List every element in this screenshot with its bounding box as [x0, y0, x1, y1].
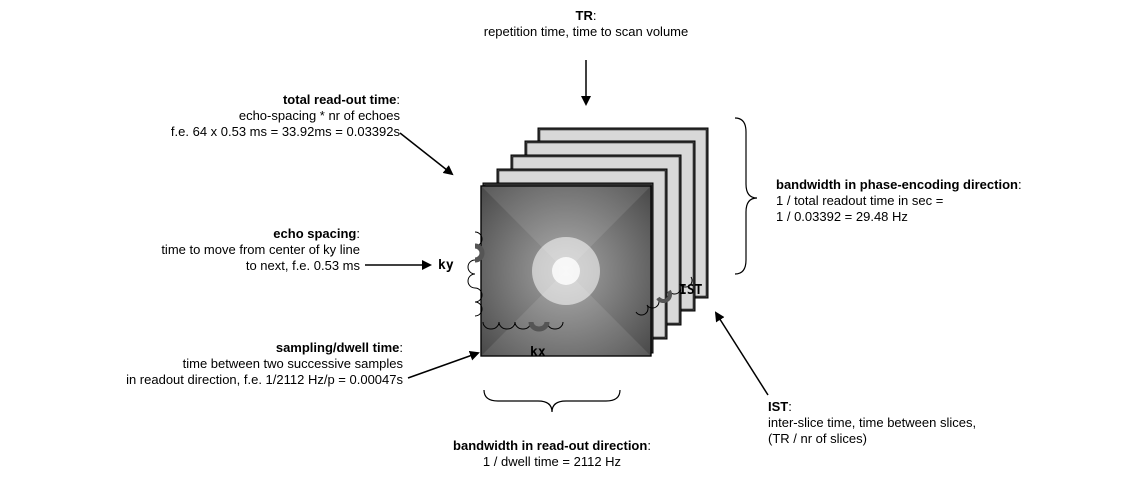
ist-axis-label: IST	[679, 283, 703, 298]
bw-phase-annotation: bandwidth in phase-encoding direction: 1…	[776, 177, 1126, 225]
slice-stack	[480, 127, 709, 357]
kx-label: kx	[530, 345, 546, 360]
sampling-annotation: sampling/dwell time: time between two su…	[0, 340, 403, 388]
ky-highlight-arc	[474, 243, 485, 263]
total-readout-arrow	[399, 132, 454, 176]
tr-description: repetition time, time to scan volume	[483, 24, 689, 39]
ist-line2: (TR / nr of slices)	[768, 431, 867, 446]
bw-readout-annotation: bandwidth in read-out direction: 1 / dwe…	[370, 438, 734, 470]
total-readout-title: total read-out time	[282, 92, 397, 107]
ist-title: IST	[768, 399, 789, 414]
total-readout-line1: echo-spacing * nr of echoes	[238, 108, 400, 123]
ist-line1: inter-slice time, time between slices,	[768, 415, 977, 430]
sampling-line2: in readout direction, f.e. 1/2112 Hz/p =…	[126, 372, 403, 387]
tr-title: TR	[575, 8, 593, 23]
sampling-arrow	[407, 350, 480, 379]
bw-phase-line2: 1 / 0.03392 = 29.48 Hz	[776, 209, 908, 224]
echo-spacing-line1: time to move from center of ky line	[161, 242, 360, 257]
echo-spacing-line2: to next, f.e. 0.53 ms	[245, 258, 360, 273]
sampling-line1: time between two successive samples	[182, 356, 403, 371]
bw-phase-line1: 1 / total readout time in sec =	[776, 193, 944, 208]
phase-encoding-brace	[734, 117, 758, 275]
ist-highlight-arc	[656, 289, 672, 303]
bw-phase-title: bandwidth in phase-encoding direction	[776, 177, 1018, 192]
sampling-title: sampling/dwell time	[275, 340, 400, 355]
total-readout-line2: f.e. 64 x 0.53 ms = 33.92ms = 0.03392s	[170, 124, 400, 139]
tr-annotation: TR: repetition time, time to scan volume	[400, 8, 772, 40]
echo-spacing-title: echo spacing	[273, 226, 357, 241]
echo-spacing-annotation: echo spacing: time to move from center o…	[60, 226, 360, 274]
ky-label: ky	[438, 258, 454, 273]
kx-highlight-arc	[528, 321, 550, 332]
ist-arrow	[714, 311, 769, 396]
front-slice	[480, 185, 652, 357]
bw-readout-line1: 1 / dwell time = 2112 Hz	[482, 454, 622, 469]
ist-annotation: IST: inter-slice time, time between slic…	[768, 399, 1098, 447]
bw-readout-title: bandwidth in read-out direction	[453, 438, 648, 453]
total-readout-annotation: total read-out time: echo-spacing * nr o…	[60, 92, 400, 140]
readout-brace	[483, 389, 621, 413]
